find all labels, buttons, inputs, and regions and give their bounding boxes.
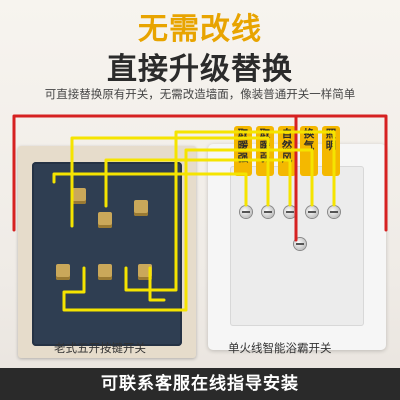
- yellow-wire-4: [62, 148, 314, 312]
- new-switch-caption: 单火线智能浴霸开关: [228, 341, 332, 355]
- yellow-wire-5: [124, 130, 336, 292]
- screw-2: [262, 206, 274, 218]
- screw-5: [328, 206, 340, 218]
- terminal-top-mid: [98, 212, 112, 228]
- yellow-wire-1: [52, 172, 248, 207]
- terminal-top-right: [134, 200, 148, 216]
- title-headline: 无需改线: [138, 12, 262, 47]
- red-wire: [12, 114, 388, 232]
- old-switch-caption: 老式五开按键开关: [54, 341, 146, 355]
- subtitle-headline: 直接升级替换: [107, 52, 293, 87]
- terminal-bottom-left: [56, 264, 70, 280]
- screw-3: [284, 206, 296, 218]
- yellow-wire-6: [148, 266, 166, 302]
- footer-banner: 可联系客服在线指导安装: [0, 368, 400, 400]
- terminal-top-left: [72, 188, 86, 204]
- yellow-wire-3: [104, 158, 292, 208]
- description-text: 可直接替换原有开关，无需改造墙面，像装普通开关一样简单: [44, 87, 356, 101]
- screw-1: [240, 206, 252, 218]
- terminal-bottom-mid: [98, 264, 112, 280]
- yellow-wire-2: [70, 136, 270, 228]
- screw-4: [306, 206, 318, 218]
